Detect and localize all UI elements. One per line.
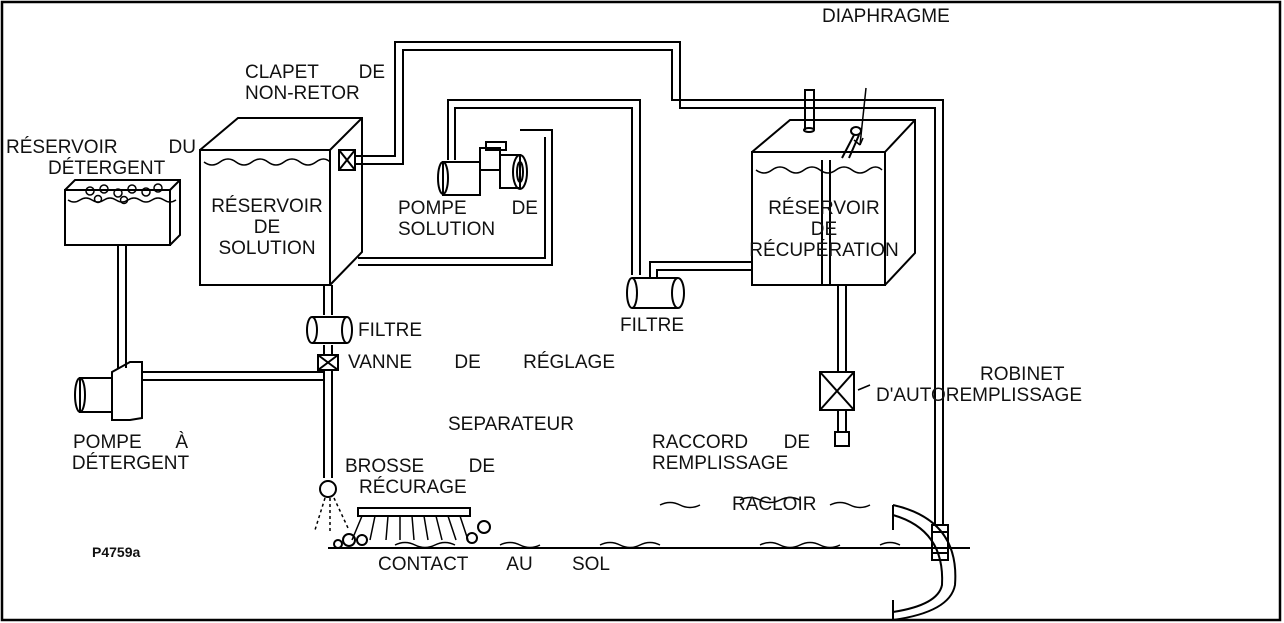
label-res-solution-line2: DE bbox=[253, 217, 281, 238]
label-separateur: SEPARATEUR bbox=[448, 414, 574, 435]
label-pompe-solution-line2: SOLUTION bbox=[398, 219, 496, 240]
label-clapet-line2: NON-RETOR bbox=[245, 83, 360, 104]
autofill-valve bbox=[819, 371, 871, 411]
label-clapet-line1: CLAPET DE bbox=[245, 62, 385, 83]
check-valve bbox=[338, 149, 356, 171]
pipe-top-long bbox=[355, 41, 944, 525]
figure-id: P4759a bbox=[92, 544, 141, 560]
label-brosse: BROSSE DE RÉCURAGE bbox=[345, 456, 495, 498]
label-robinet-line2: D'AUTOREMPLISSAGE bbox=[876, 385, 1082, 406]
label-res-detergent-line2: DÉTERGENT bbox=[48, 158, 166, 179]
label-pompe-det-line1: POMPE À bbox=[73, 432, 188, 453]
filter-left bbox=[306, 316, 353, 344]
label-contact: CONTACT AU SOL bbox=[378, 554, 610, 575]
label-pompe-detergent: POMPE À DÉTERGENT bbox=[58, 432, 203, 474]
label-res-detergent: RÉSERVOIR DU DÉTERGENT bbox=[6, 137, 196, 179]
label-pompe-det-line2: DÉTERGENT bbox=[71, 453, 190, 474]
detergent-tank bbox=[64, 179, 181, 246]
label-vanne: VANNE DE RÉGLAGE bbox=[348, 352, 615, 373]
label-robinet: ROBINET D'AUTOREMPLISSAGE bbox=[876, 364, 1128, 406]
label-pompe-solution: POMPE DE SOLUTION bbox=[398, 198, 538, 240]
detergent-pump bbox=[74, 361, 143, 421]
spray-nozzle bbox=[319, 480, 337, 498]
filter-middle bbox=[626, 277, 685, 309]
pipe-to-solution-pump bbox=[447, 99, 641, 275]
label-contact-text: CONTACT AU SOL bbox=[378, 554, 610, 575]
pipe-filter-to-recovery bbox=[649, 261, 752, 278]
floor-water bbox=[394, 541, 901, 549]
label-clapet: CLAPET DE NON-RETOR bbox=[245, 62, 385, 104]
label-brosse-line2: RÉCURAGE bbox=[359, 477, 467, 498]
scrub-brush bbox=[333, 507, 491, 549]
label-pompe-solution-line1: POMPE DE bbox=[398, 198, 538, 219]
pipe-pump-to-line bbox=[142, 371, 324, 381]
label-raccord: RACCORD DE REMPLISSAGE bbox=[652, 432, 822, 474]
solution-pump bbox=[437, 141, 528, 196]
fill-connector bbox=[834, 431, 850, 447]
spray-lines bbox=[314, 497, 349, 532]
pipe-solution-down bbox=[323, 285, 333, 478]
pipe-solution-loop bbox=[358, 129, 553, 266]
label-filtre-middle: FILTRE bbox=[620, 315, 685, 336]
label-res-recup-line1: RÉSERVOIR bbox=[768, 198, 880, 219]
label-racloir: RACLOIR bbox=[732, 494, 817, 515]
floor-water-2 bbox=[659, 496, 871, 509]
label-res-recup: RÉSERVOIR DE RÉCUPÉRATION bbox=[735, 198, 913, 261]
adjust-valve bbox=[317, 354, 339, 371]
solution-tank bbox=[199, 117, 363, 286]
pipe-detergent bbox=[117, 245, 127, 368]
label-res-recup-line3: RÉCUPÉRATION bbox=[749, 240, 899, 261]
pipe-recovery-down bbox=[821, 160, 847, 432]
label-res-recup-line2: DE bbox=[810, 219, 838, 240]
label-diaphragme: DIAPHRAGME bbox=[822, 6, 950, 27]
label-robinet-line1: ROBINET bbox=[980, 364, 1065, 385]
diaphragm-float bbox=[841, 87, 867, 159]
label-res-solution-line1: RÉSERVOIR bbox=[211, 196, 323, 217]
label-vanne-text: VANNE DE RÉGLAGE bbox=[348, 352, 615, 373]
label-res-solution-line3: SOLUTION bbox=[218, 238, 316, 259]
label-filtre-left: FILTRE bbox=[358, 320, 423, 341]
label-res-detergent-line1: RÉSERVOIR DU bbox=[6, 137, 196, 158]
label-brosse-line1: BROSSE DE bbox=[345, 456, 495, 477]
squeegee bbox=[892, 504, 957, 621]
label-raccord-line2: REMPLISSAGE bbox=[652, 453, 789, 474]
recovery-tank bbox=[751, 89, 916, 286]
label-raccord-line1: RACCORD DE bbox=[652, 432, 810, 453]
label-res-solution: RÉSERVOIR DE SOLUTION bbox=[202, 196, 332, 259]
